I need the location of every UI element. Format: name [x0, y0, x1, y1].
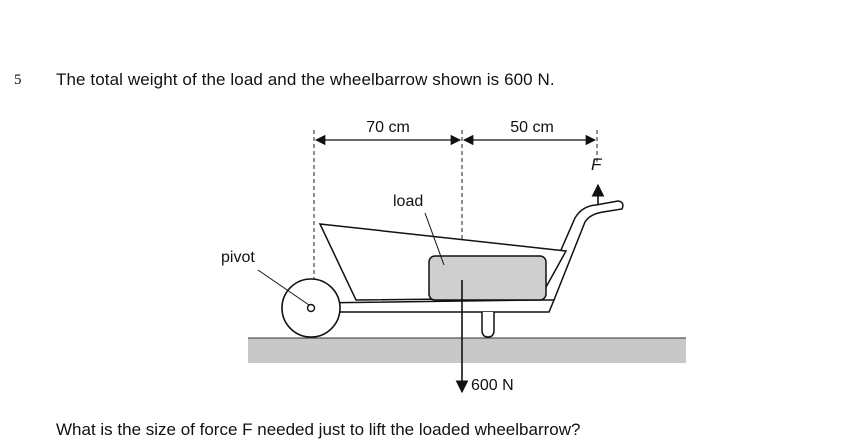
- pivot-axle: [306, 303, 316, 313]
- wheelbarrow-handle: [539, 200, 624, 301]
- weight-600n-label: 600 N: [471, 377, 514, 394]
- pivot-label: pivot: [221, 249, 255, 266]
- question-stem: The total weight of the load and the whe…: [56, 70, 555, 89]
- ground: [248, 338, 686, 363]
- dimension-50cm-label: 50 cm: [510, 119, 554, 136]
- load-label: load: [393, 193, 423, 210]
- dimension-70cm-label: 70 cm: [366, 119, 410, 136]
- load-label-leader: [424, 212, 445, 266]
- force-f-label: F: [591, 155, 603, 174]
- wheelbarrow-leg: [481, 312, 495, 338]
- wheelbarrow-frame: [311, 299, 556, 313]
- pivot-label-leader: [257, 269, 310, 306]
- load-box: [428, 255, 547, 301]
- question-prompt: What is the size of force F needed just …: [56, 420, 581, 439]
- question-number: 5: [14, 72, 22, 88]
